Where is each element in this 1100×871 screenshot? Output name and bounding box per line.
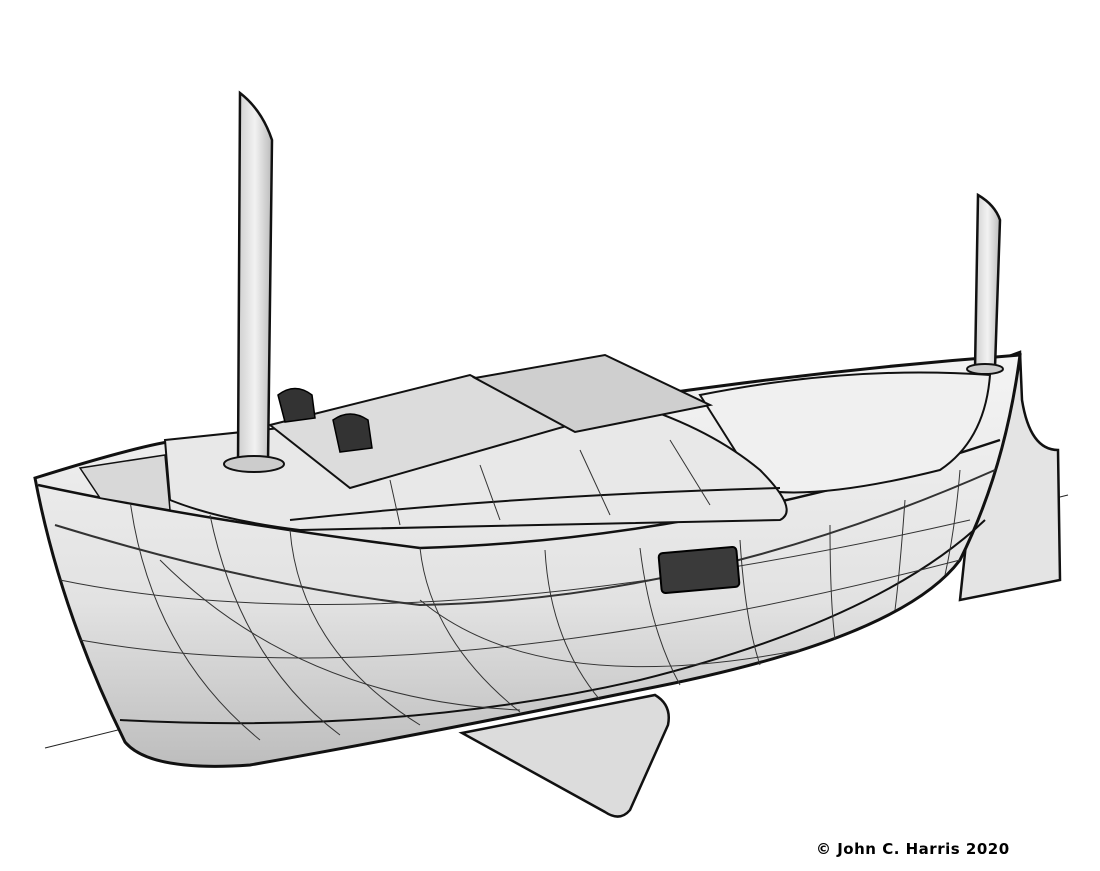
hull-window xyxy=(657,546,741,594)
centerboard xyxy=(458,693,670,818)
rub-rail xyxy=(54,469,996,607)
vent-cowl xyxy=(277,387,316,423)
mast-aft xyxy=(973,192,1002,372)
mast-partner xyxy=(966,363,1004,375)
main-hatch xyxy=(471,353,714,434)
mast-partner xyxy=(223,455,285,473)
cabin-roof-edge xyxy=(289,487,781,521)
section-lines xyxy=(59,469,971,741)
copyright-credit: © John C. Harris 2020 xyxy=(816,840,1010,858)
mast-forward xyxy=(236,90,274,467)
vent-cowl xyxy=(332,413,373,453)
cabin-panels xyxy=(389,439,711,526)
bow-well xyxy=(78,454,171,511)
cockpit xyxy=(698,371,992,494)
waterline xyxy=(119,519,986,725)
